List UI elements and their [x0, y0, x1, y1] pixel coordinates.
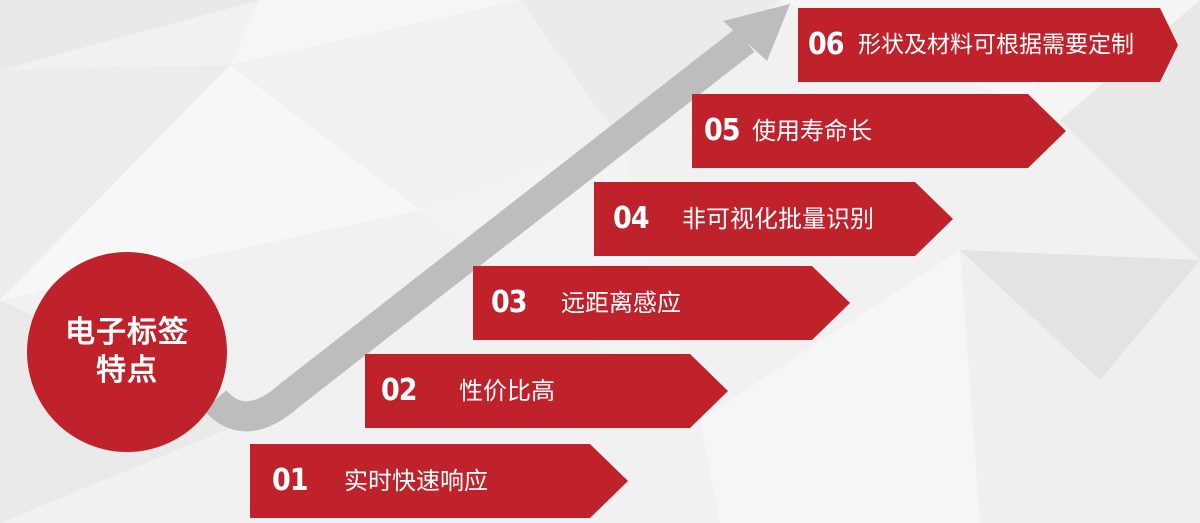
- step-ribbon-02: [365, 354, 728, 428]
- step-ribbon-05: [692, 94, 1066, 168]
- center-circle: [27, 252, 227, 452]
- growth-arrow-shaft: [203, 28, 755, 432]
- growth-arrow-head: [723, 4, 790, 61]
- step-ribbon-06: [798, 8, 1178, 82]
- step-ribbon-03: [473, 266, 850, 340]
- step-ribbon-01: [250, 444, 628, 518]
- step-ribbon-04: [594, 182, 953, 256]
